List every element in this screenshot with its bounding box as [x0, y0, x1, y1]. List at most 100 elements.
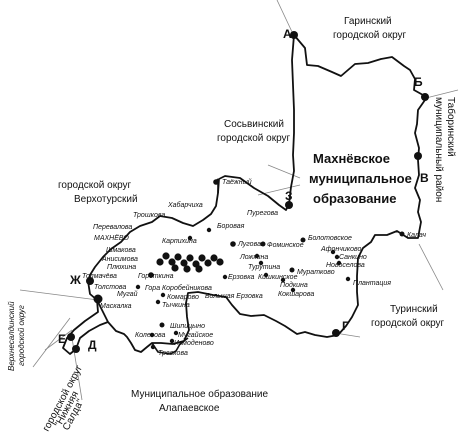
settlement-label: Болотовское: [308, 235, 352, 242]
settlement-label: Новоселова: [326, 262, 365, 269]
settlement-label: Трескова: [158, 350, 188, 357]
dot-treskova: [150, 344, 156, 350]
boundary-point-dots: [67, 31, 429, 353]
settlement-label: Колесова: [135, 332, 166, 339]
dot-plantatsiya: [345, 276, 351, 282]
settlement-label: Ложкина: [239, 254, 268, 261]
dot-karpikhina: [187, 235, 193, 241]
settlement-label: Кишкинское: [258, 274, 298, 281]
neighbor-turinsky-1: Туринский: [390, 304, 438, 315]
settlement-label: Тычкина: [162, 302, 190, 309]
settlement-label: МАХНЁВО: [94, 234, 129, 242]
dot-turutina: [258, 260, 264, 266]
dot-kishkinskoe: [263, 272, 269, 278]
settlement-label: Таёжный: [222, 178, 252, 186]
point-z-dot: [285, 201, 293, 209]
dot-gorstkina: [148, 272, 154, 278]
settlement-label: Подкина: [280, 281, 308, 289]
neighbor-verkhnesaldinsky-2: городской округ: [17, 305, 26, 366]
settlement-labels: Таёжный Хабарчиха Трошкова Перевалова МА…: [82, 178, 426, 357]
dot-mugaiskoe: [173, 330, 179, 336]
point-label-d: Д: [88, 338, 97, 352]
title-line-1: Махнёвское: [313, 151, 390, 166]
settlement-label: Карпихина: [162, 238, 197, 245]
settlement-label: Санкино: [339, 254, 367, 261]
settlement-label: Кокшарова: [278, 291, 314, 298]
dot-borovaya: [206, 227, 212, 233]
neighbor-alapaevskoe-2: Алапаевское: [159, 403, 220, 414]
dot-izmodenovo: [169, 338, 175, 344]
point-label-g: Г: [342, 319, 349, 333]
boundary-point-labels: А Б В Г Д Е Ж З: [58, 27, 429, 352]
dot-novoselova: [336, 260, 342, 266]
point-label-zh: Ж: [69, 273, 81, 287]
dot-sankino: [334, 254, 340, 260]
settlement-label: Афончиково: [320, 246, 361, 253]
settlement-label: Фоминское: [267, 242, 304, 249]
title-line-3: образование: [313, 191, 397, 206]
dot-erzovka: [222, 274, 228, 280]
point-label-b: Б: [414, 75, 423, 89]
neighbor-taborinsky-1: Таборинский: [445, 97, 457, 157]
settlement-label: Измоденово: [174, 339, 214, 347]
settlement-label: Трошкова: [133, 212, 165, 219]
point-b-dot: [421, 93, 429, 101]
dot-lugovaya: [230, 241, 236, 247]
settlement-label: Анисимова: [101, 256, 138, 263]
dot-kalach: [399, 231, 405, 237]
dot-bolotovskoe: [300, 237, 306, 243]
dot-taezhny: [213, 179, 219, 185]
dot-koksharova: [290, 287, 296, 293]
point-label-e: Е: [58, 332, 66, 346]
point-label-a: А: [283, 27, 292, 41]
settlement-label: Шипицыно: [170, 323, 205, 330]
neighbor-verkhotursky-1: городской округ: [58, 180, 132, 191]
settlement-label: Комарово: [167, 294, 199, 301]
settlement-label: Плюхина: [107, 264, 136, 271]
dot-mugai: [135, 284, 141, 290]
municipal-boundary: [87, 34, 426, 353]
dot-maskalka: [93, 294, 103, 304]
point-label-z: З: [285, 189, 293, 203]
neighbor-verkhnesaldinsky-1: Верхнесалдинский: [7, 301, 16, 371]
settlement-label: Муратково: [297, 269, 335, 276]
settlement-label: Гора Коробейникова: [145, 284, 212, 292]
settlement-label: Ерзовка: [228, 274, 255, 281]
neighbor-garinsky-1: Гаринский: [344, 16, 392, 27]
settlement-label: Перевалова: [93, 224, 132, 231]
settlement-label: Пурегова: [247, 210, 278, 217]
boundary-south-enclave: [151, 337, 189, 355]
point-g-dot: [332, 329, 340, 337]
point-a-dot: [290, 31, 298, 39]
neighbor-verkhotursky-2: Верхотурский: [74, 194, 138, 205]
municipality-title: Махнёвское муниципальное образование: [309, 151, 412, 206]
title-line-2: муниципальное: [309, 171, 412, 186]
settlement-dots: [93, 179, 405, 350]
neighbor-taborinsky-2: муниципальный район: [433, 97, 444, 202]
settlement-label: Мугайское: [178, 331, 213, 339]
dot-muratkovo: [289, 267, 295, 273]
settlement-label: Мугай: [117, 290, 138, 298]
dot-afonchikova: [330, 249, 336, 255]
dot-komarovo: [160, 292, 166, 298]
neighbor-alapaevskoe-1: Муниципальное образование: [131, 388, 269, 400]
boundary-extension-southwest: [62, 299, 109, 355]
point-e-dot: [67, 333, 75, 341]
point-label-v: В: [420, 171, 429, 185]
dot-kolesova: [149, 332, 155, 338]
settlement-label: Хабарчиха: [167, 201, 203, 209]
point-zh-dot: [86, 277, 94, 285]
point-d-dot: [72, 345, 80, 353]
settlement-label: Горсткина: [138, 273, 174, 280]
settlement-cluster: [156, 252, 224, 273]
neighbor-turinsky-2: городской округ: [371, 318, 445, 329]
settlement-label: Толстова: [94, 284, 126, 291]
settlement-label: Плантация: [353, 280, 391, 287]
neighbor-sosvinsky-2: городской округ: [217, 133, 291, 144]
neighbor-garinsky-2: городской округ: [333, 30, 407, 41]
dot-fominskoe: [260, 241, 266, 247]
settlement-label: Шмакова: [106, 247, 136, 254]
neighbor-sosvinsky-1: Сосьвинский: [224, 119, 284, 130]
settlement-label: Калач: [407, 232, 426, 239]
